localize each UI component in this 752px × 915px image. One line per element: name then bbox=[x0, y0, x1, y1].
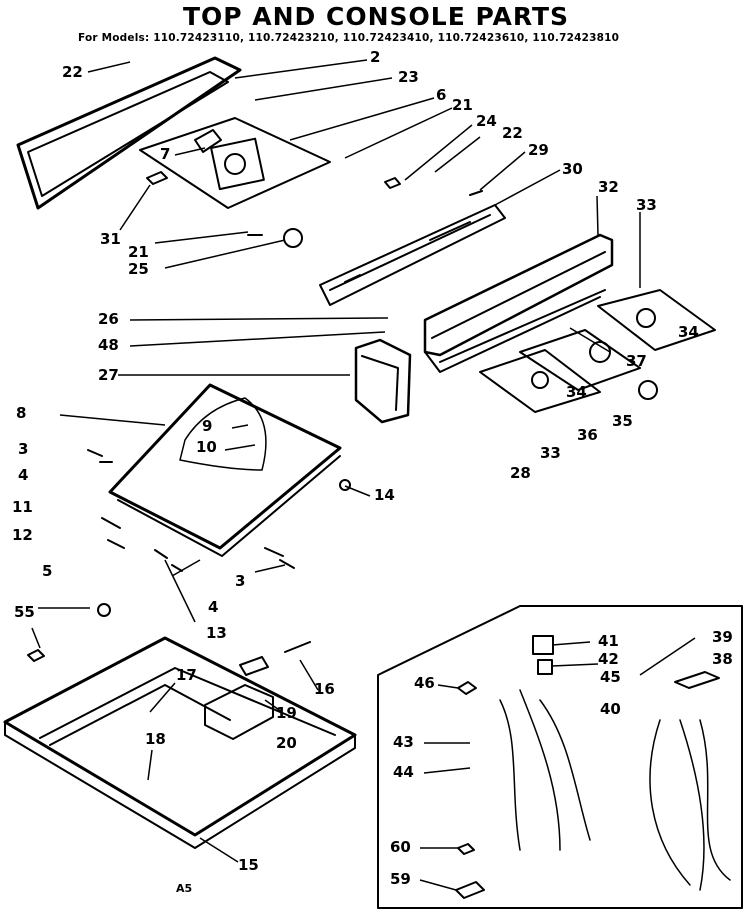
callout-23: 23 bbox=[398, 68, 419, 86]
control-plate-center bbox=[519, 329, 641, 391]
callout-3b: 3 bbox=[235, 572, 246, 590]
callout-11: 11 bbox=[12, 498, 33, 516]
callout-19: 19 bbox=[276, 704, 297, 722]
callout-10: 10 bbox=[196, 438, 217, 456]
callout-27: 27 bbox=[98, 366, 119, 384]
callout-18: 18 bbox=[145, 730, 166, 748]
callout-34: 34 bbox=[678, 323, 699, 341]
callout-3: 3 bbox=[18, 440, 29, 458]
callout-24: 24 bbox=[476, 112, 497, 130]
callout-31: 31 bbox=[100, 230, 121, 248]
callout-14: 14 bbox=[374, 486, 395, 504]
switch-25 bbox=[283, 228, 303, 248]
callout-22: 22 bbox=[62, 63, 83, 81]
callout-21b: 21 bbox=[128, 243, 149, 261]
callout-41: 41 bbox=[598, 632, 619, 650]
control-plate-right bbox=[597, 289, 716, 351]
callout-2: 2 bbox=[370, 48, 381, 66]
connector-42 bbox=[537, 659, 553, 675]
callout-60: 60 bbox=[390, 838, 411, 856]
callout-35: 35 bbox=[612, 412, 633, 430]
callout-36: 36 bbox=[577, 426, 598, 444]
end-cap-27 bbox=[354, 338, 412, 424]
callout-48: 48 bbox=[98, 336, 119, 354]
page-title: TOP AND CONSOLE PARTS bbox=[182, 2, 570, 31]
clip-46 bbox=[457, 681, 477, 695]
top-lid bbox=[108, 383, 342, 557]
page-footer-code: A5 bbox=[176, 882, 193, 895]
callout-33b: 33 bbox=[540, 444, 561, 462]
callout-34b: 34 bbox=[566, 383, 587, 401]
callout-17: 17 bbox=[176, 666, 197, 684]
screw-14 bbox=[339, 479, 351, 491]
callout-12: 12 bbox=[12, 526, 33, 544]
callout-43: 43 bbox=[393, 733, 414, 751]
grommet-5 bbox=[97, 603, 111, 617]
timer-motor bbox=[210, 137, 265, 191]
clip-31 bbox=[146, 171, 168, 185]
knob-37 bbox=[589, 341, 611, 363]
callout-7: 7 bbox=[160, 145, 171, 163]
terminal-block-38 bbox=[674, 671, 720, 689]
callout-20: 20 bbox=[276, 734, 297, 752]
connector-41 bbox=[532, 635, 554, 655]
console-housing bbox=[423, 233, 614, 373]
wire-harness bbox=[499, 689, 731, 891]
callout-32: 32 bbox=[598, 178, 619, 196]
callout-4: 4 bbox=[18, 466, 29, 484]
model-list: For Models: 110.72423110, 110.72423210, … bbox=[78, 32, 620, 44]
knob-34b bbox=[531, 371, 549, 389]
callout-39: 39 bbox=[712, 628, 733, 646]
callout-6: 6 bbox=[436, 86, 447, 104]
callout-46: 46 bbox=[414, 674, 435, 692]
callout-4b: 4 bbox=[208, 598, 219, 616]
callout-15: 15 bbox=[238, 856, 259, 874]
callout-8: 8 bbox=[16, 404, 27, 422]
callout-21: 21 bbox=[452, 96, 473, 114]
callout-40: 40 bbox=[600, 700, 621, 718]
callout-45: 45 bbox=[600, 668, 621, 686]
callout-37: 37 bbox=[626, 352, 647, 370]
clip-59 bbox=[455, 881, 485, 899]
callout-13: 13 bbox=[206, 624, 227, 642]
clip-60 bbox=[457, 843, 475, 855]
switch-block-20 bbox=[204, 684, 274, 740]
callout-25: 25 bbox=[128, 260, 149, 278]
console-panel bbox=[16, 56, 242, 210]
callout-59: 59 bbox=[390, 870, 411, 888]
switch-part-7 bbox=[194, 129, 222, 153]
callout-16: 16 bbox=[314, 680, 335, 698]
callout-29: 29 bbox=[528, 141, 549, 159]
callout-55: 55 bbox=[14, 603, 35, 621]
callout-42: 42 bbox=[598, 650, 619, 668]
console-bracket bbox=[319, 204, 506, 306]
callout-33: 33 bbox=[636, 196, 657, 214]
base-top bbox=[3, 636, 357, 849]
callout-28: 28 bbox=[510, 464, 531, 482]
callout-5: 5 bbox=[42, 562, 53, 580]
knob-34a bbox=[636, 308, 656, 328]
callout-26: 26 bbox=[98, 310, 119, 328]
control-board-outline bbox=[139, 117, 331, 209]
callout-38: 38 bbox=[712, 650, 733, 668]
callout-30: 30 bbox=[562, 160, 583, 178]
knob-35 bbox=[638, 380, 658, 400]
control-plate-left bbox=[479, 349, 601, 413]
callout-9: 9 bbox=[202, 417, 213, 435]
callout-22b: 22 bbox=[502, 124, 523, 142]
harness-inset-frame bbox=[377, 605, 743, 909]
callout-44: 44 bbox=[393, 763, 414, 781]
